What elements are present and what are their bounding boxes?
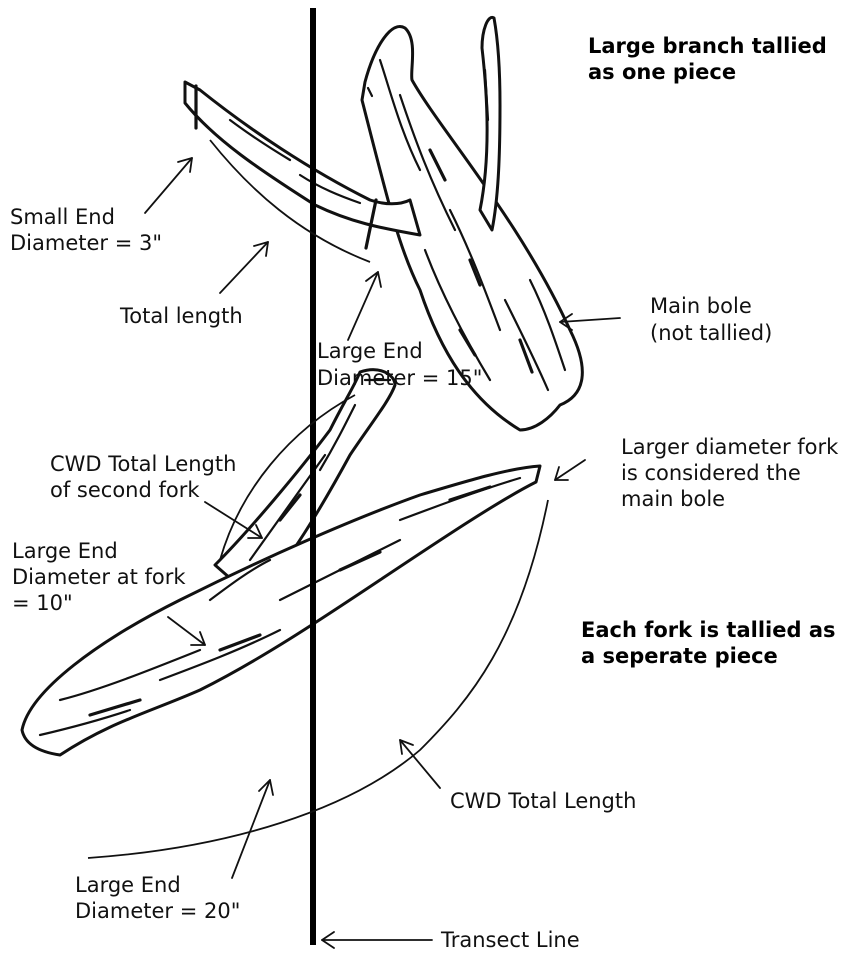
second-fork-label-line2: of second fork bbox=[50, 478, 200, 502]
small-end-arrow bbox=[145, 158, 192, 213]
large-end-fork-label-line2: Diameter at fork bbox=[12, 565, 186, 589]
second-fork-label-line1: CWD Total Length bbox=[50, 452, 236, 476]
heading-top-line1: Large branch tallied bbox=[588, 34, 827, 58]
small-end-label-line1: Small End bbox=[10, 205, 115, 229]
transect-label: Transect Line bbox=[440, 928, 580, 952]
cwd-total-arrow bbox=[400, 740, 440, 788]
cwd-total-label: CWD Total Length bbox=[450, 789, 636, 813]
large-end-bottom-label-line1: Large End bbox=[75, 873, 181, 897]
large-end-fork-label-line3: = 10" bbox=[12, 591, 73, 615]
large-end-top-label-line2: Diameter = 15" bbox=[317, 366, 482, 390]
larger-fork-label-line2: is considered the bbox=[621, 461, 801, 485]
main-bole-arrow bbox=[560, 318, 620, 322]
large-end-bottom-label-line2: Diameter = 20" bbox=[75, 899, 240, 923]
large-end-top-label-line1: Large End bbox=[317, 339, 423, 363]
upper-twig-shape bbox=[480, 17, 500, 230]
heading-bottom-line1: Each fork is tallied as bbox=[581, 618, 836, 642]
total-length-label: Total length bbox=[119, 304, 243, 328]
large-end-fork-label-line1: Large End bbox=[12, 539, 118, 563]
second-fork-arrow bbox=[205, 502, 262, 538]
large-end-bottom-arrow bbox=[232, 780, 270, 878]
larger-fork-label-line3: main bole bbox=[621, 487, 725, 511]
larger-fork-arrow bbox=[555, 460, 585, 480]
larger-fork-label-line1: Larger diameter fork bbox=[621, 435, 839, 459]
large-end-top-arrow bbox=[348, 272, 378, 340]
heading-bottom-line2: a seperate piece bbox=[581, 644, 778, 668]
heading-top-line2: as one piece bbox=[588, 60, 736, 84]
total-length-arrow bbox=[220, 242, 268, 293]
main-bole-label-line1: Main bole bbox=[650, 294, 752, 318]
small-end-label-line2: Diameter = 3" bbox=[10, 231, 162, 255]
main-bole-label-line2: (not tallied) bbox=[650, 321, 772, 345]
